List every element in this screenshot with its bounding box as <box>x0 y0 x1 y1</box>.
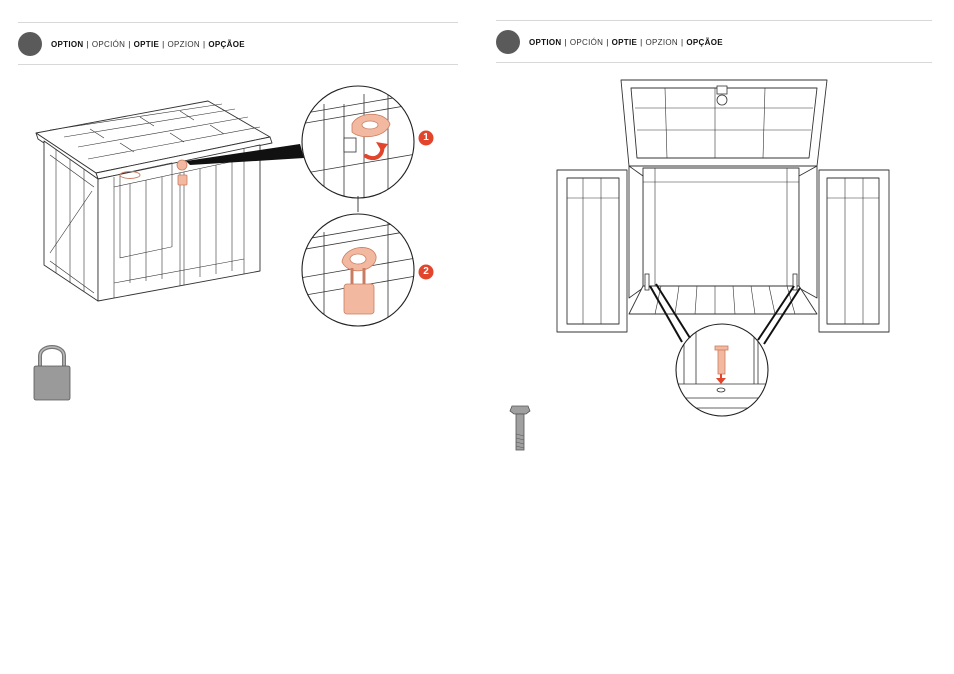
zoom-circle-pin <box>674 322 770 418</box>
bolt-icon <box>509 404 531 452</box>
